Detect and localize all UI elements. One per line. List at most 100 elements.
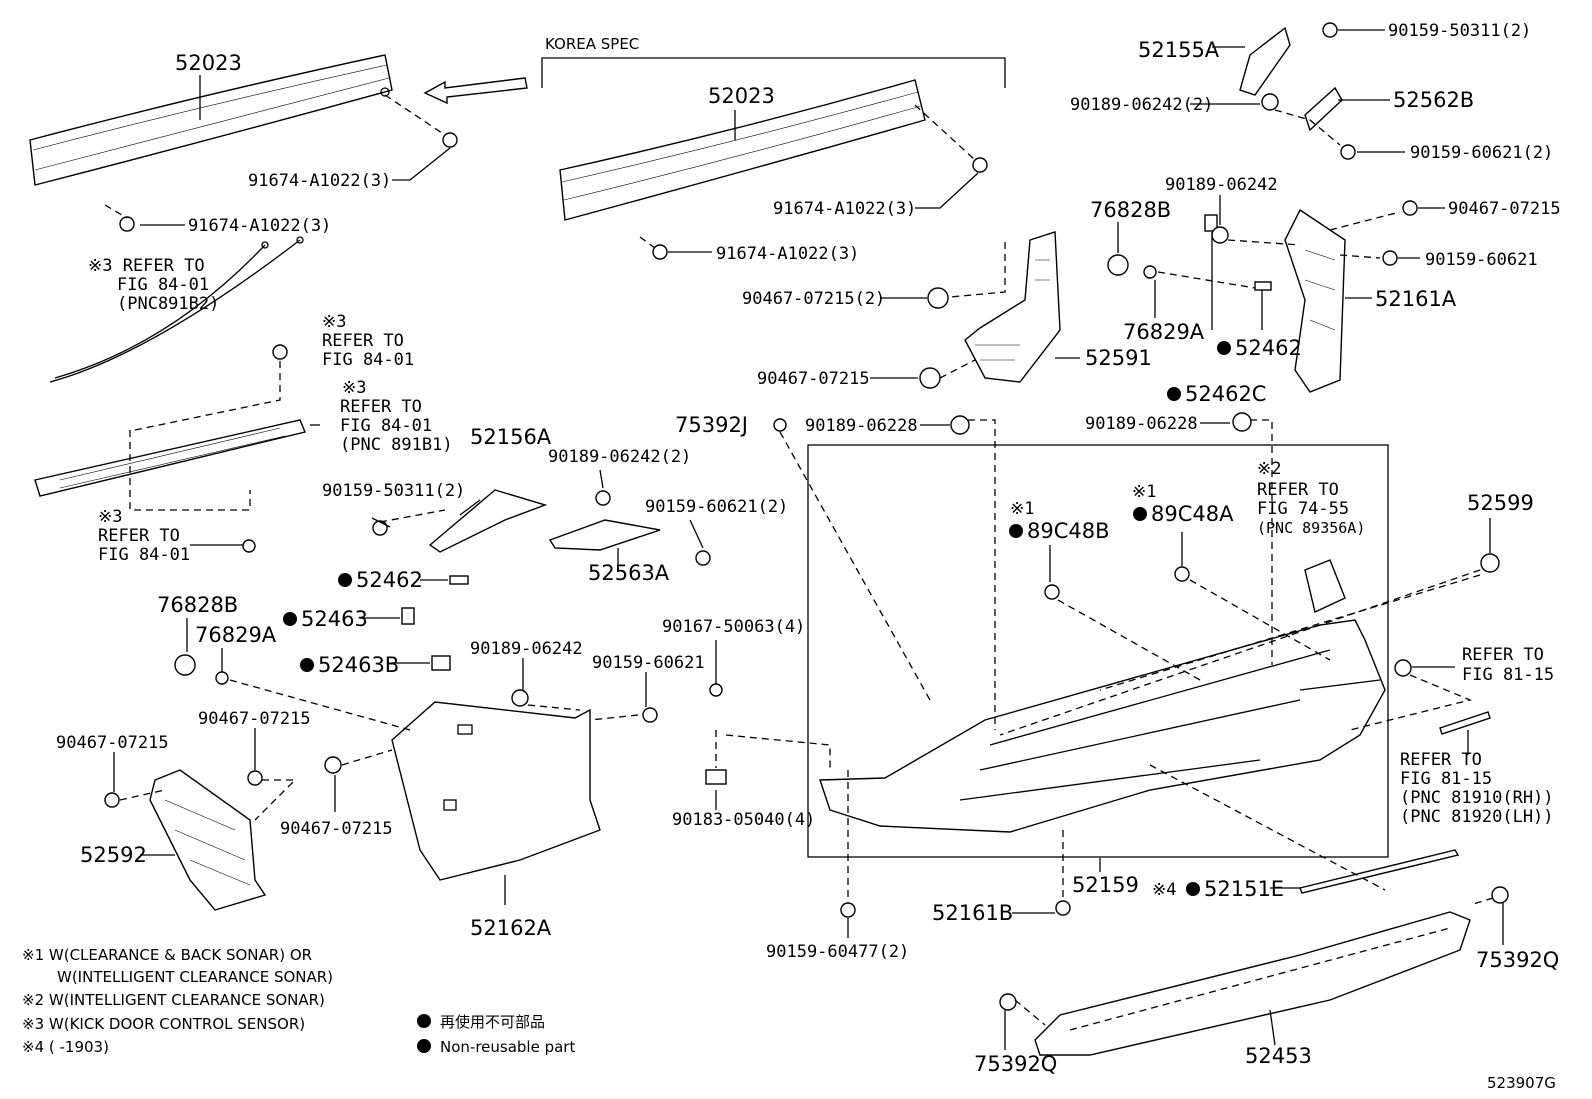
note-2: ※2 W(INTELLIGENT CLEARANCE SONAR) <box>22 991 325 1009</box>
ref-81-15-b-line1: REFER TO <box>1400 750 1482 770</box>
bumper-cover-shape <box>819 619 1386 833</box>
clip-90159-60477: 90159-60477(2) <box>766 942 909 962</box>
pad-52462C <box>1204 214 1218 232</box>
ref-kick-a-line2: REFER TO <box>322 331 404 351</box>
clip-90467-07215-mid: 90467-07215 <box>757 369 870 389</box>
part-52151E: 52151E <box>1204 877 1284 901</box>
clip-90189-06242-a: 90189-06242(2) <box>1070 95 1213 115</box>
note-4: ※4 ( -1903) <box>22 1038 109 1056</box>
part-76829A-left: 76829A <box>195 623 277 647</box>
ref-kick-a-line1: ※3 <box>322 312 346 332</box>
ref-81-15-b-line3: (PNC 81910(RH)) <box>1400 788 1554 808</box>
note-1a: ※1 W(CLEARANCE & BACK SONAR) OR <box>22 946 312 964</box>
non-reusable-dot <box>1133 507 1147 521</box>
korea-spec-bracket <box>541 57 1006 88</box>
clip-90467-07215-l2: 90467-07215 <box>198 709 311 729</box>
ref-kick-b-line3: FIG 84-01 <box>98 545 190 565</box>
part-89C48A: 89C48A <box>1151 502 1234 526</box>
part-52161A: 52161A <box>1375 287 1457 311</box>
part-75392Q-left: 75392Q <box>974 1052 1057 1076</box>
clip-90467-07215-l1: 90467-07215 <box>56 733 169 753</box>
bolt-91674-1: 91674-A1022(3) <box>248 171 391 191</box>
ref-891B1-line2: REFER TO <box>340 397 422 417</box>
part-52562B: 52562B <box>1393 88 1474 112</box>
legend-japanese: 再使用不可部品 <box>440 1013 545 1031</box>
clip-90467-07215-l3: 90467-07215 <box>280 819 393 839</box>
clip-90189-06228-a: 90189-06228 <box>805 416 918 436</box>
ref-kick-a-line3: FIG 84-01 <box>322 350 414 370</box>
ref-891B2-line1: ※3 REFER TO <box>88 256 205 276</box>
part-52463: 52463 <box>301 607 368 631</box>
cap-89356A-shape <box>1304 559 1346 613</box>
ref-891B2-line2: FIG 84-01 <box>117 275 209 295</box>
note-3: ※3 W(KICK DOOR CONTROL SENSOR) <box>22 1015 305 1033</box>
non-reusable-dot <box>338 573 352 587</box>
clip-90467-07215-top: 90467-07215 <box>1448 199 1561 219</box>
part-52159: 52159 <box>1072 873 1139 897</box>
part-89C48B: 89C48B <box>1027 519 1110 543</box>
part-76829A-top: 76829A <box>1123 320 1205 344</box>
part-52161B: 52161B <box>932 901 1013 925</box>
clip-90159-60621-low: 90159-60621 <box>592 653 705 673</box>
dashed-guides <box>104 94 1494 1026</box>
bracket-52591-shape <box>964 231 1061 383</box>
moulding-52151E-shape <box>1299 849 1460 894</box>
pad-52463 <box>401 607 415 625</box>
clip-90159-60621-top: 90159-60621 <box>1425 250 1538 270</box>
figure-code: 523907G <box>1487 1074 1556 1092</box>
korea-spec-label: KOREA SPEC <box>545 35 639 53</box>
clip-90467-07215-2: 90467-07215(2) <box>742 289 885 309</box>
part-52462-top: 52462 <box>1235 336 1302 360</box>
non-reusable-dot <box>1217 341 1231 355</box>
ref-891B1-line1: ※3 <box>342 378 366 398</box>
note-1b: W(INTELLIGENT CLEARANCE SONAR) <box>57 968 333 986</box>
clip-90159-50311-a: 90159-50311(2) <box>1388 21 1531 41</box>
part-52462C: 52462C <box>1185 382 1266 406</box>
ref-89356A-line1: ※2 <box>1257 459 1281 479</box>
bracket-52592-shape <box>149 769 267 911</box>
non-reusable-dot <box>1009 524 1023 538</box>
clip-90189-06228-b: 90189-06228 <box>1085 414 1198 434</box>
part-75392J: 75392J <box>675 413 748 437</box>
retainer-52563A-shape <box>548 519 661 551</box>
ref-81-15-a-line1: REFER TO <box>1462 645 1544 665</box>
pad-52462-top <box>1254 281 1272 291</box>
part-52023-left: 52023 <box>175 51 242 75</box>
mark-4: ※4 <box>1152 880 1176 900</box>
part-52599: 52599 <box>1467 491 1534 515</box>
ref-81-15-b-line2: FIG 81-15 <box>1400 769 1492 789</box>
ref-891B1-line4: (PNC 891B1) <box>340 435 453 455</box>
reinforcement-left-shape <box>29 54 393 186</box>
retainer-52562B-shape <box>1304 86 1343 132</box>
non-reusable-dot <box>300 658 314 672</box>
part-76828B-left: 76828B <box>157 593 238 617</box>
part-52591: 52591 <box>1085 346 1152 370</box>
sensor-bracket-shape <box>34 419 306 497</box>
bolt-91674-2: 91674-A1022(3) <box>188 216 331 236</box>
legend-dot <box>417 1014 431 1028</box>
leader-lines <box>113 29 1504 1050</box>
ref-kick-b-line2: REFER TO <box>98 526 180 546</box>
part-52563A: 52563A <box>588 561 670 585</box>
non-reusable-dot <box>283 612 297 626</box>
retainer-52155A-shape <box>1239 26 1291 96</box>
retainer-52156A-shape <box>428 489 548 553</box>
mark-1-a: ※1 <box>1010 499 1034 519</box>
clip-90189-06242-top: 90189-06242 <box>1165 175 1278 195</box>
retainer-52161A-shape <box>1284 208 1346 393</box>
non-reusable-dot <box>1186 882 1200 896</box>
clip-90189-06242-b: 90189-06242(2) <box>548 447 691 467</box>
part-52453: 52453 <box>1245 1044 1312 1068</box>
part-52463B: 52463B <box>318 653 399 677</box>
part-76828B-top: 76828B <box>1090 198 1171 222</box>
part-52155A: 52155A <box>1138 38 1220 62</box>
legend-dot <box>417 1039 431 1053</box>
clip-90167-50063: 90167-50063(4) <box>662 617 805 637</box>
lower-cover-52453-shape <box>1034 911 1471 1056</box>
part-52162A: 52162A <box>470 916 552 940</box>
clip-90159-50311-b: 90159-50311(2) <box>322 481 465 501</box>
ref-81-15-a-line2: FIG 81-15 <box>1462 665 1554 685</box>
bumper-assembly-frame <box>807 444 1389 858</box>
